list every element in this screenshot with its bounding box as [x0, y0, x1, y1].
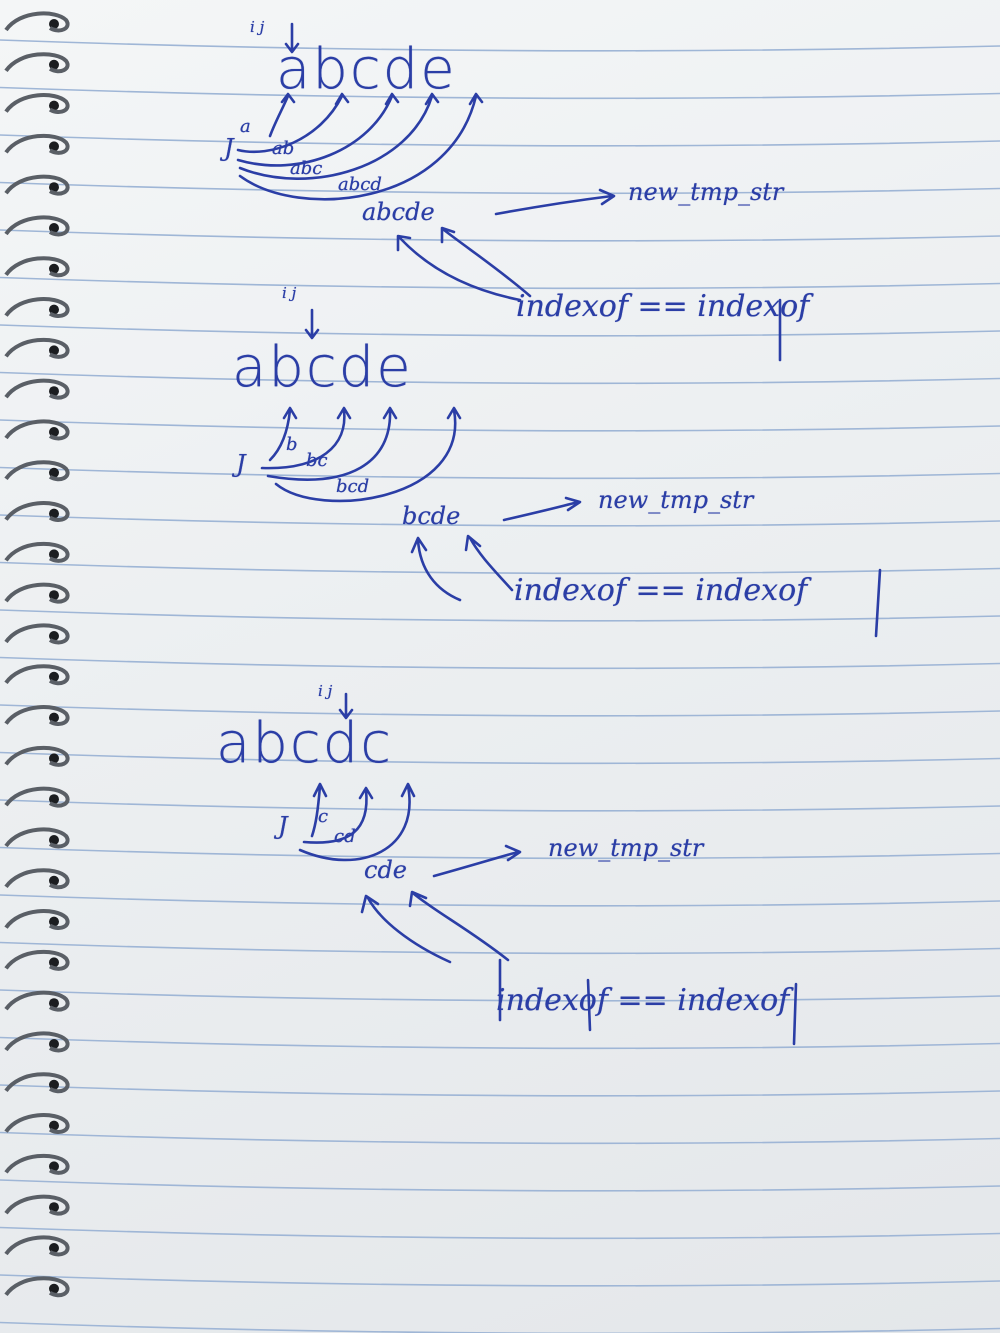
ruled-line	[0, 181, 1000, 195]
substring-3: cde	[364, 856, 408, 884]
ruled-line	[0, 1084, 1000, 1097]
spiral-ring	[4, 460, 70, 482]
spiral-ring	[4, 1031, 70, 1053]
spiral-ring	[4, 705, 70, 727]
ruled-line	[0, 39, 1000, 52]
spiral-ring	[4, 378, 70, 400]
substring-4: bcde	[402, 502, 461, 530]
new-tmp-str-label: new_tmp_str	[598, 486, 754, 514]
ruled-line	[0, 704, 1000, 717]
spiral-ring	[4, 541, 70, 563]
spiral-ring	[4, 786, 70, 808]
spiral-ring	[4, 133, 70, 155]
index-labels: i j	[318, 682, 333, 700]
spiral-ring	[4, 949, 70, 971]
ruled-line	[0, 1226, 1000, 1240]
ruled-line	[0, 324, 1000, 337]
spiral-ring	[4, 1276, 70, 1298]
ruled-line	[0, 609, 1000, 622]
ruled-line	[0, 799, 1000, 812]
spiral-ring	[4, 215, 70, 237]
spiral-ring	[4, 664, 70, 686]
ruled-line	[0, 656, 1000, 670]
spiral-ring	[4, 11, 70, 33]
index-labels: i j	[282, 284, 297, 302]
spiral-ring	[4, 582, 70, 604]
spiral-ring	[4, 419, 70, 441]
spiral-ring	[4, 337, 70, 359]
substring-2: bc	[306, 450, 328, 471]
spiral-ring	[4, 256, 70, 278]
ruled-line	[0, 134, 1000, 147]
spiral-ring	[4, 52, 70, 74]
substring-1: a	[240, 116, 251, 137]
substring-1: c	[318, 806, 329, 827]
spiral-ring	[4, 909, 70, 931]
substring-3: abc	[290, 158, 323, 179]
condition-label: indexof == indexof	[516, 289, 810, 324]
main-string: abcdc	[216, 711, 393, 776]
substring-2: cd	[334, 826, 356, 847]
substring-3: bcd	[336, 476, 370, 497]
spiral-ring	[4, 174, 70, 196]
ruled-line	[0, 371, 1000, 385]
ruled-line	[0, 1131, 1000, 1145]
ruled-line	[0, 561, 1000, 575]
ruled-line	[0, 751, 1000, 765]
condition-label: indexof == indexof	[514, 573, 808, 608]
j-label: J	[236, 450, 246, 478]
substring-1: b	[286, 434, 298, 455]
ruled-line	[0, 419, 1000, 432]
ruled-line	[0, 276, 1000, 290]
ruled-line	[0, 1274, 1000, 1287]
ruled-line	[0, 86, 1000, 100]
ruled-lines	[0, 39, 1000, 1333]
j-label: J	[278, 812, 288, 840]
spiral-ring	[4, 93, 70, 115]
spiral-ring	[4, 990, 70, 1012]
spiral-binding	[4, 11, 70, 1298]
ruled-line	[0, 894, 1000, 907]
index-labels: i j	[250, 18, 265, 36]
spiral-ring	[4, 745, 70, 767]
ruled-line	[0, 1179, 1000, 1192]
ruled-line	[0, 846, 1000, 860]
spiral-ring	[4, 827, 70, 849]
spiral-ring	[4, 623, 70, 645]
ruled-line	[0, 514, 1000, 527]
spiral-ring	[4, 1072, 70, 1094]
condition-label: indexof == indexof	[496, 983, 790, 1018]
ruled-line	[0, 466, 1000, 480]
spiral-ring	[4, 1113, 70, 1135]
ruled-line	[0, 1321, 1000, 1333]
new-tmp-str-label: new_tmp_str	[548, 834, 704, 862]
j-label: J	[224, 134, 234, 162]
ruled-line	[0, 229, 1000, 242]
spiral-ring	[4, 1235, 70, 1257]
substring-2: ab	[272, 138, 295, 159]
spiral-ring	[4, 1153, 70, 1175]
main-string: abcde	[276, 37, 457, 102]
new-tmp-str-label: new_tmp_str	[628, 178, 784, 206]
spiral-ring	[4, 501, 70, 523]
substring-5: abcde	[362, 198, 435, 226]
ruled-line	[0, 1036, 1000, 1050]
main-string: abcde	[232, 335, 413, 400]
spiral-ring	[4, 1194, 70, 1216]
ruled-line	[0, 941, 1000, 955]
spiral-ring	[4, 868, 70, 890]
substring-4: abcd	[338, 174, 382, 195]
spiral-ring	[4, 297, 70, 319]
